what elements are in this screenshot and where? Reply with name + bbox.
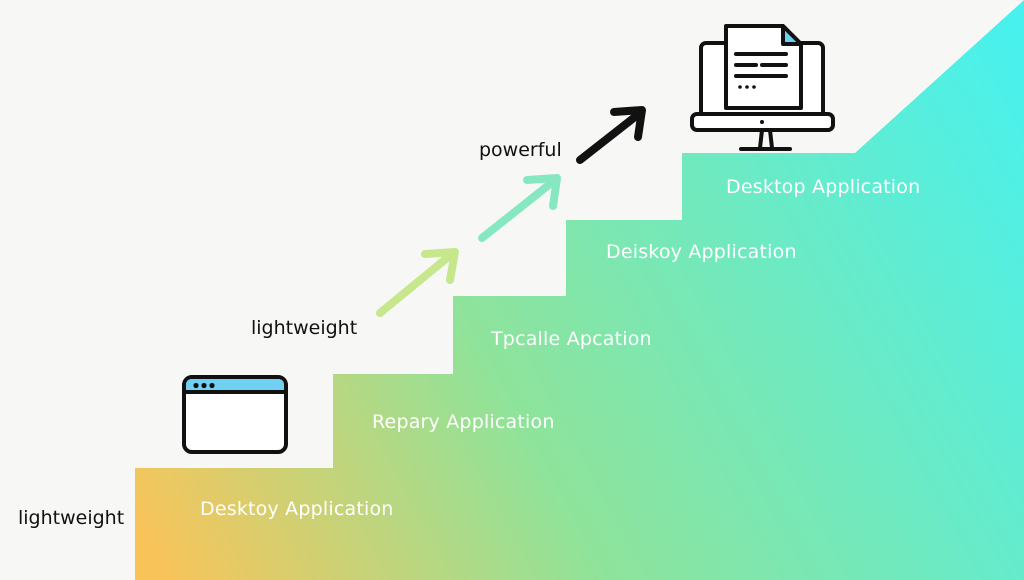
powerful-label: powerful [479,139,562,161]
step-label-4: Deiskoy Application [606,241,797,263]
arrow-segment-2 [478,176,559,242]
desktop-monitor-document-icon [690,24,835,151]
staircase-steps [135,0,1024,580]
step-label-1: Desktoy Application [200,498,394,520]
step-label-2: Repary Application [372,411,555,433]
lightweight-label-bottom: lightweight [18,507,125,529]
arrow-head-2 [523,174,561,210]
step-label-3: Tpcalle Apcation [491,328,652,350]
arrow-segment-3 [576,109,644,164]
arrow-head-3 [610,106,646,141]
arrow-head-1 [421,248,459,284]
lightweight-label-mid: lightweight [251,317,358,339]
arrow-segment-1 [376,249,457,317]
step-label-5: Desktop Application [726,176,921,198]
browser-window-icon [182,375,288,454]
